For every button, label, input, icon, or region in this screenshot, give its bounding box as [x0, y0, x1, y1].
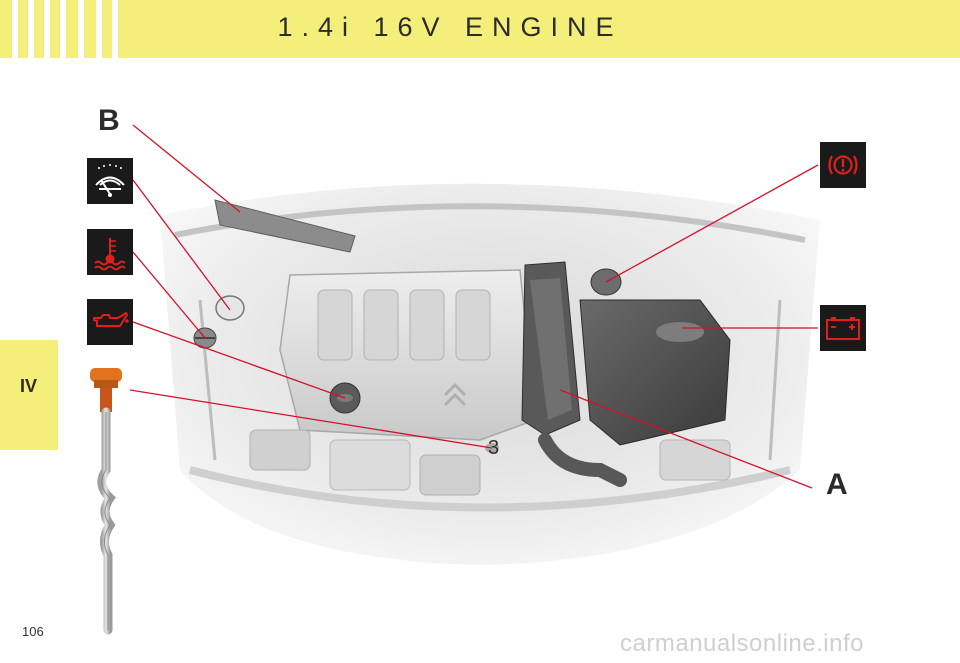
washer-reservoir-cap [215, 295, 245, 321]
header-stripe [60, 0, 66, 58]
battery-cover [579, 299, 731, 446]
page-title: 1.4i 16V ENGINE [277, 12, 623, 42]
dipstick-illustration [90, 368, 122, 635]
page-header [0, 0, 960, 58]
battery-icon [820, 305, 866, 351]
washer-fluid-icon [87, 158, 133, 204]
callout-3: 3 [488, 437, 500, 459]
header-stripe [44, 0, 50, 58]
leader-lines [129, 124, 819, 489]
brake-warning-icon [820, 142, 866, 188]
coolant-temperature-icon [87, 229, 133, 275]
section-tab-label: IV [20, 376, 38, 396]
header-stripe [12, 0, 18, 58]
oil-can-icon [87, 299, 133, 345]
callout-a: A [826, 468, 848, 501]
header-stripe [96, 0, 102, 58]
header-stripe [78, 0, 84, 58]
scuttle-panel [214, 199, 356, 253]
header-stripe [112, 0, 118, 58]
page-number: 106 [22, 624, 44, 639]
header-stripe [28, 0, 34, 58]
section-tab [0, 340, 58, 450]
watermark: carmanualsonline.info [620, 630, 864, 657]
callout-b: B [98, 104, 120, 137]
